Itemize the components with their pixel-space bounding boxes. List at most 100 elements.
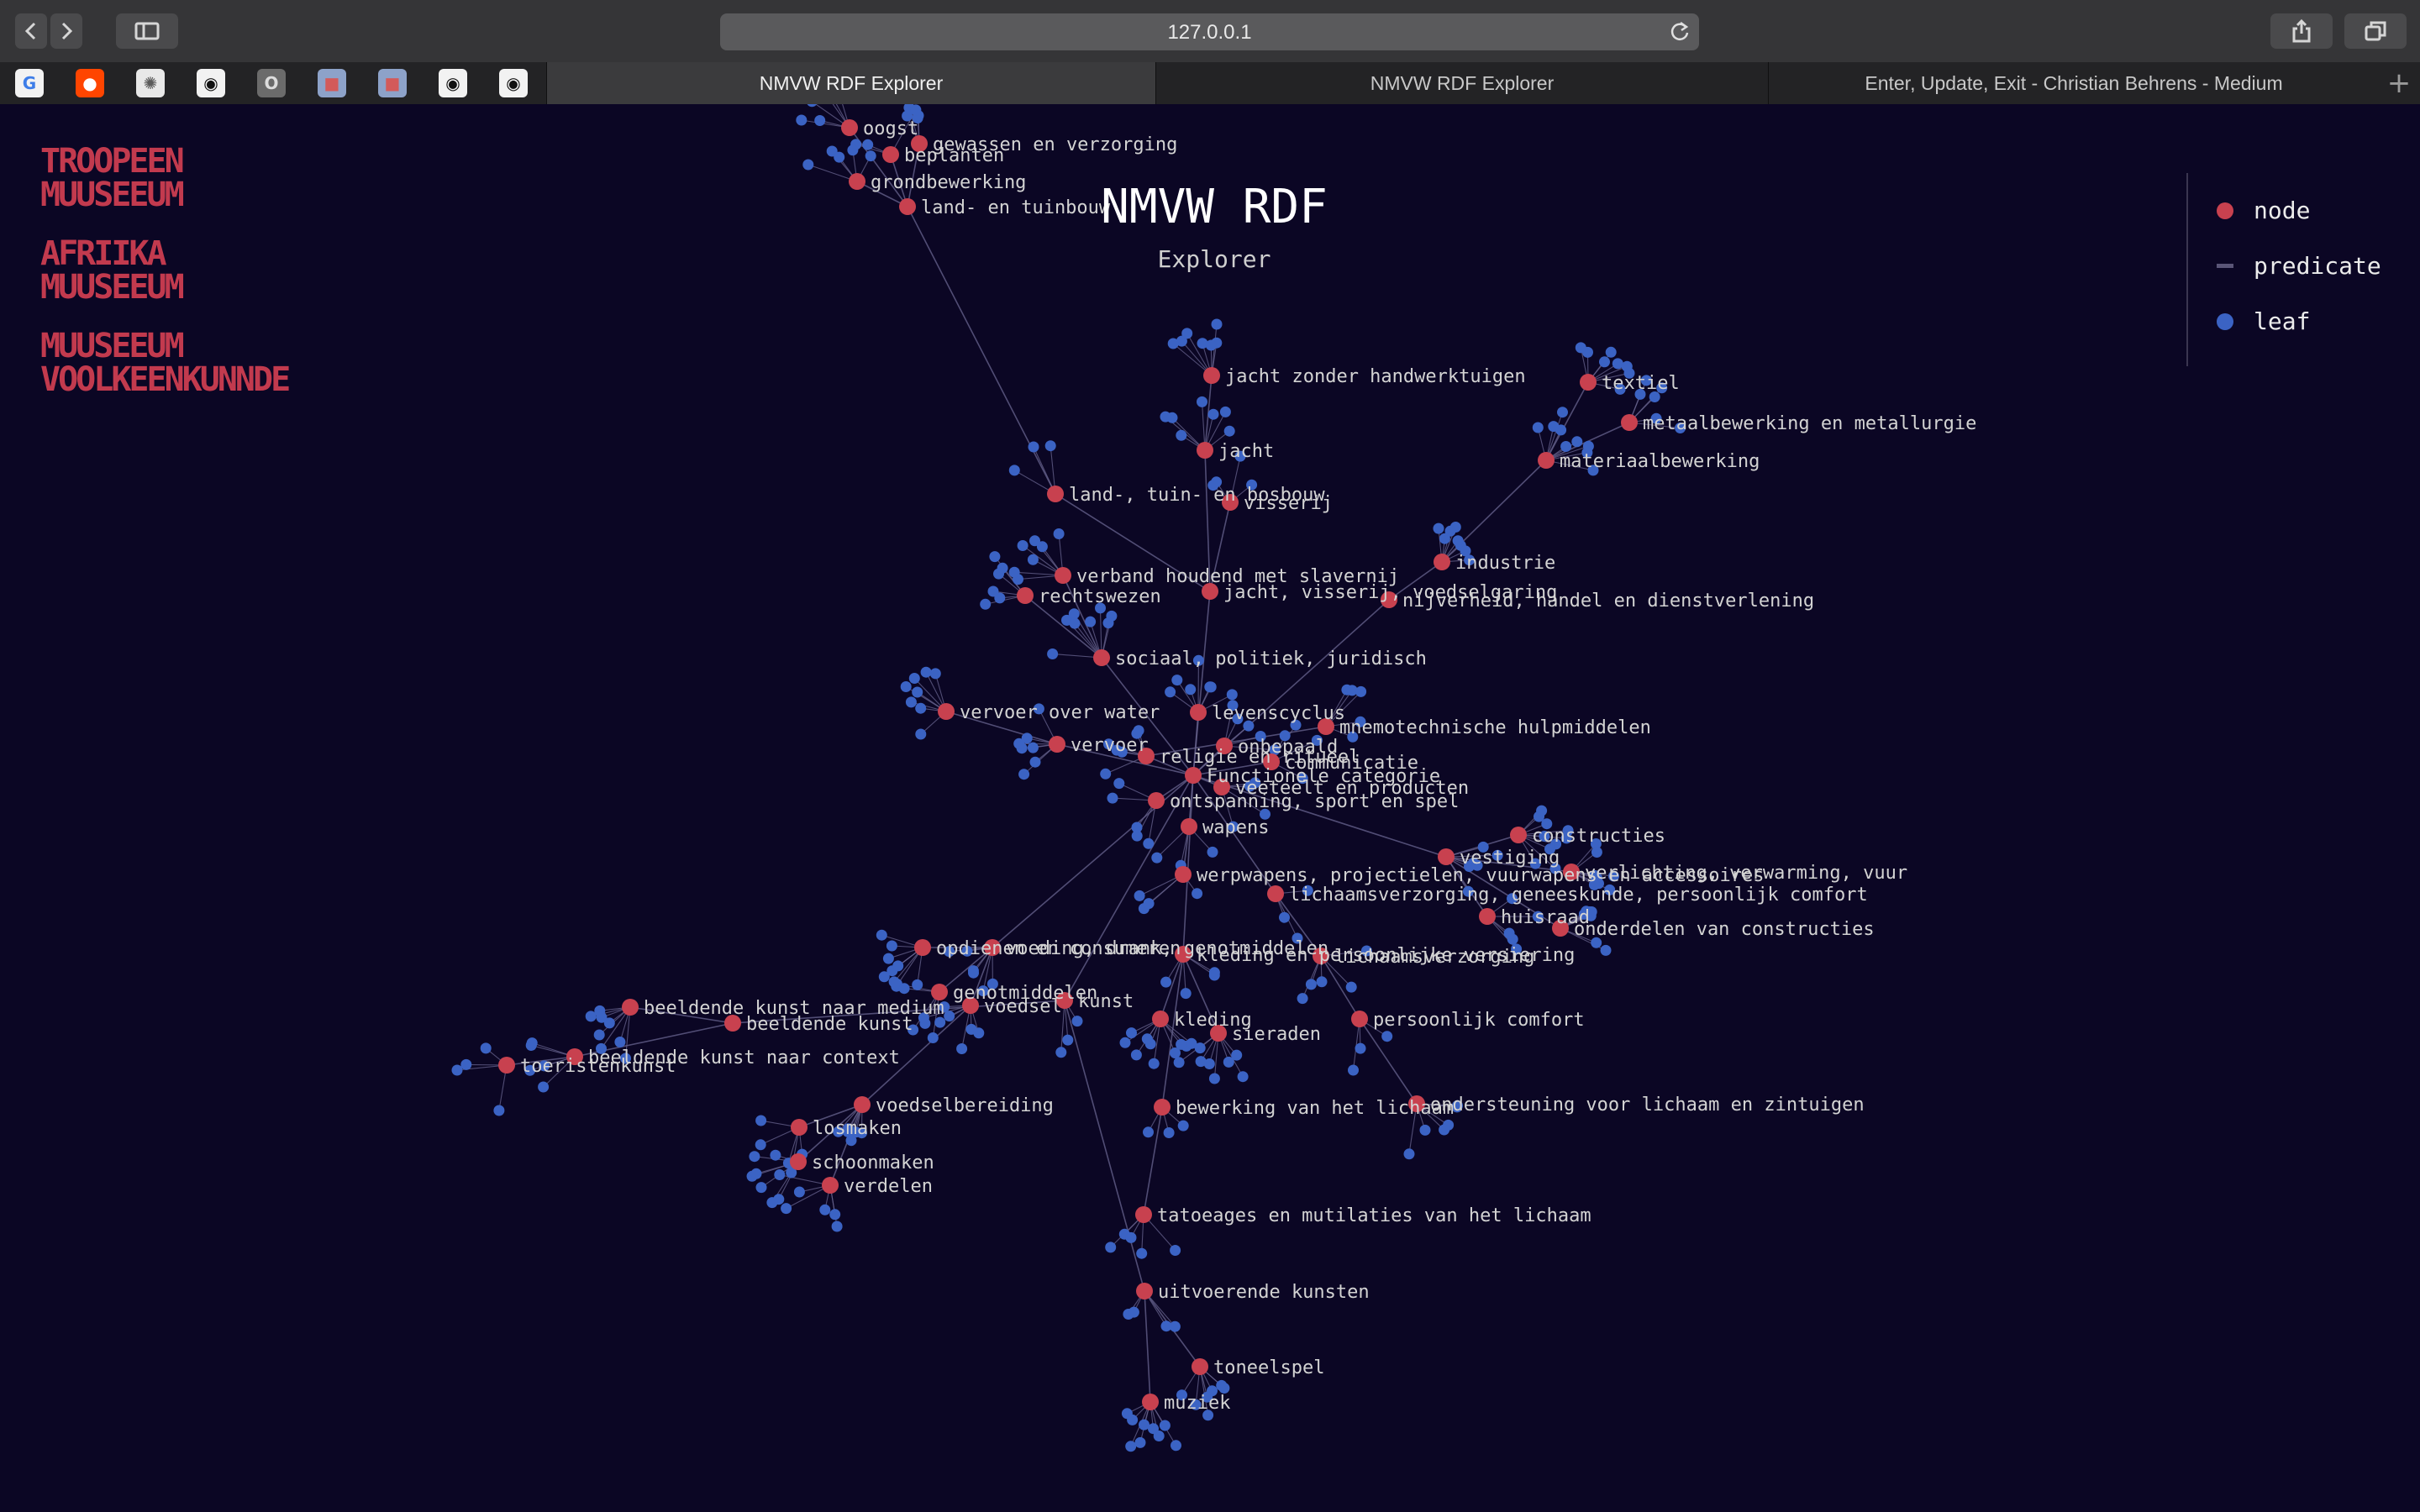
graph-node[interactable]: [1093, 649, 1110, 666]
leaf-node[interactable]: [1586, 906, 1597, 917]
leaf-node[interactable]: [1591, 937, 1602, 948]
address-bar[interactable]: 127.0.0.1: [720, 13, 1699, 50]
leaf-node[interactable]: [1452, 535, 1464, 547]
leaf-node[interactable]: [1186, 1037, 1197, 1049]
leaf-node[interactable]: [882, 953, 894, 964]
leaf-node[interactable]: [980, 598, 992, 610]
leaf-node[interactable]: [961, 945, 973, 957]
leaf-node[interactable]: [902, 110, 913, 122]
leaf-node[interactable]: [908, 673, 920, 684]
graph-node[interactable]: [1563, 864, 1580, 880]
leaf-node[interactable]: [1439, 533, 1450, 544]
leaf-node[interactable]: [1345, 981, 1357, 993]
leaf-node[interactable]: [538, 1081, 550, 1093]
leaf-node[interactable]: [1143, 898, 1155, 910]
leaf-node[interactable]: [1297, 993, 1308, 1005]
leaf-node[interactable]: [807, 104, 818, 108]
leaf-node[interactable]: [1027, 742, 1039, 753]
leaf-node[interactable]: [1185, 684, 1197, 696]
graph-node[interactable]: [1381, 591, 1397, 608]
leaf-node[interactable]: [912, 979, 923, 990]
leaf-node[interactable]: [1675, 423, 1686, 433]
graph-node[interactable]: [1351, 1011, 1368, 1027]
favorite-cube-icon[interactable]: ■: [318, 69, 346, 97]
sidebar-toggle-button[interactable]: [116, 13, 178, 49]
leaf-node[interactable]: [1131, 822, 1143, 833]
leaf-node[interactable]: [755, 1182, 767, 1194]
graph-node[interactable]: [1185, 767, 1202, 784]
graph-node[interactable]: [1055, 567, 1071, 584]
leaf-node[interactable]: [1102, 617, 1114, 629]
leaf-node[interactable]: [819, 1204, 831, 1215]
leaf-node[interactable]: [1192, 654, 1204, 666]
leaf-node[interactable]: [1169, 1320, 1181, 1332]
leaf-node[interactable]: [1062, 1034, 1074, 1046]
leaf-node[interactable]: [1165, 686, 1176, 698]
leaf-node[interactable]: [1541, 818, 1553, 830]
leaf-node[interactable]: [1605, 346, 1617, 358]
leaf-node[interactable]: [1560, 441, 1572, 452]
leaf-node[interactable]: [905, 696, 917, 708]
leaf-node[interactable]: [603, 1017, 615, 1029]
leaf-node[interactable]: [1279, 911, 1290, 923]
graph-node[interactable]: [1479, 908, 1496, 925]
graph-node[interactable]: [1190, 704, 1207, 721]
leaf-node[interactable]: [987, 585, 999, 597]
leaf-node[interactable]: [1008, 465, 1020, 476]
graph-node[interactable]: [841, 119, 858, 136]
leaf-node[interactable]: [1234, 450, 1246, 462]
leaf-node[interactable]: [977, 985, 989, 997]
leaf-node[interactable]: [1136, 1247, 1148, 1259]
leaf-node[interactable]: [770, 1149, 781, 1161]
leaf-node[interactable]: [1621, 360, 1633, 372]
leaf-node[interactable]: [1589, 869, 1601, 881]
tab-nmvw-explorer-1[interactable]: NMVW RDF Explorer: [546, 62, 1155, 104]
leaf-node[interactable]: [1163, 1127, 1175, 1138]
graph-node[interactable]: [1056, 992, 1073, 1009]
leaf-node[interactable]: [1634, 388, 1646, 400]
graph-node[interactable]: [622, 999, 639, 1016]
leaf-node[interactable]: [774, 1169, 786, 1180]
graph-node[interactable]: [1049, 736, 1065, 753]
leaf-node[interactable]: [1197, 396, 1207, 407]
leaf-node[interactable]: [956, 1043, 968, 1054]
leaf-node[interactable]: [1587, 465, 1599, 476]
graph-node[interactable]: [1510, 827, 1527, 843]
graph-node[interactable]: [1408, 1095, 1425, 1112]
leaf-node[interactable]: [1107, 792, 1118, 804]
graph-node[interactable]: [1203, 367, 1220, 384]
leaf-node[interactable]: [1491, 849, 1503, 861]
leaf-node[interactable]: [1355, 685, 1367, 697]
leaf-node[interactable]: [1013, 738, 1025, 749]
leaf-node[interactable]: [829, 1209, 841, 1221]
graph-node[interactable]: [914, 939, 931, 956]
graph-node[interactable]: [1213, 779, 1230, 795]
leaf-node[interactable]: [1116, 746, 1128, 758]
leaf-node[interactable]: [1464, 554, 1476, 566]
leaf-node[interactable]: [755, 1115, 767, 1126]
graph-node[interactable]: [1175, 866, 1192, 883]
leaf-node[interactable]: [1130, 1049, 1142, 1061]
leaf-node[interactable]: [1190, 1399, 1202, 1410]
leaf-node[interactable]: [1612, 358, 1623, 370]
leaf-node[interactable]: [1167, 338, 1179, 349]
leaf-node[interactable]: [1604, 884, 1616, 895]
graph-node[interactable]: [938, 703, 955, 720]
leaf-node[interactable]: [755, 1139, 766, 1151]
leaf-node[interactable]: [1203, 1058, 1215, 1069]
leaf-node[interactable]: [1532, 911, 1544, 922]
leaf-node[interactable]: [1255, 731, 1266, 742]
leaf-node[interactable]: [1126, 1027, 1137, 1039]
leaf-node[interactable]: [1650, 412, 1662, 424]
leaf-node[interactable]: [1439, 1124, 1450, 1136]
leaf-node[interactable]: [1160, 976, 1172, 988]
tropen-museum-logo[interactable]: TROOPEEN MUUSEEUM: [40, 142, 185, 214]
leaf-node[interactable]: [1575, 342, 1586, 354]
leaf-node[interactable]: [939, 1001, 950, 1013]
leaf-node[interactable]: [918, 1012, 929, 1024]
leaf-node[interactable]: [1047, 648, 1059, 659]
graph-node[interactable]: [1136, 1283, 1153, 1299]
leaf-node[interactable]: [834, 151, 845, 163]
leaf-node[interactable]: [493, 1105, 505, 1116]
leaf-node[interactable]: [1125, 1231, 1137, 1243]
